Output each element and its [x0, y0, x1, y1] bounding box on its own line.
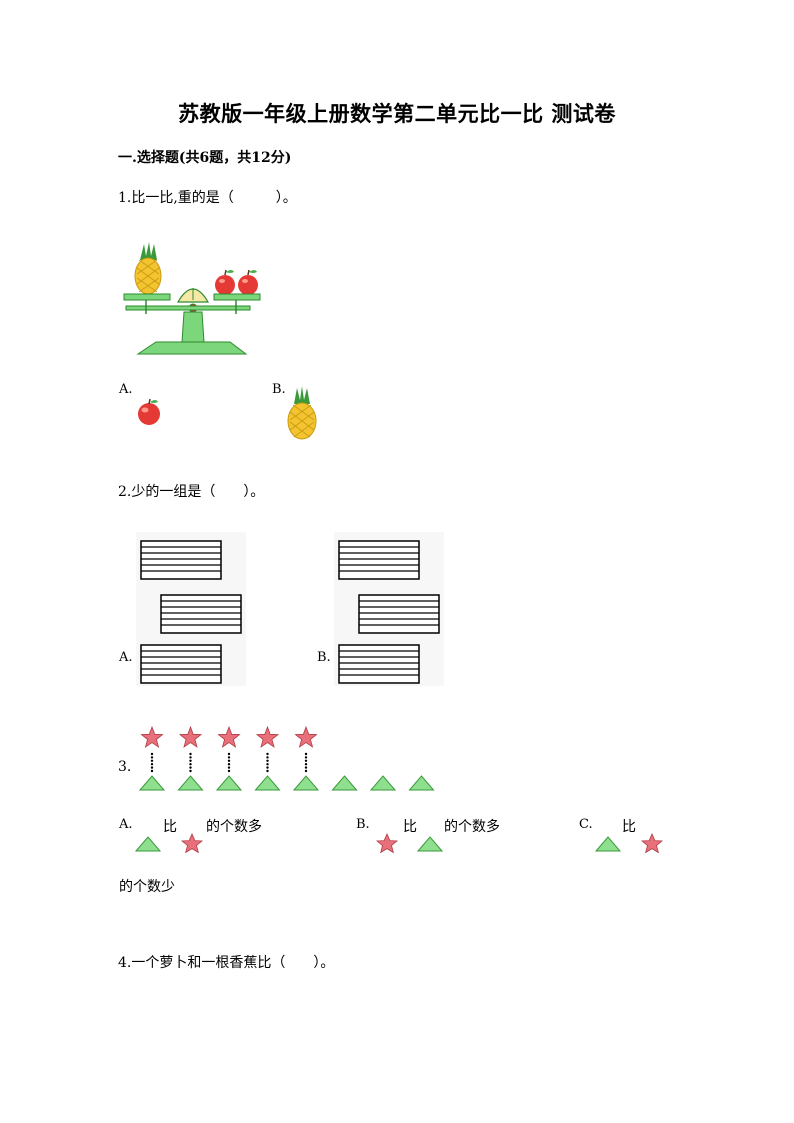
q3-option-a-bi: 比 [163, 819, 177, 835]
question-number: 1. [118, 190, 132, 206]
dot-connector [266, 756, 269, 759]
question-2: 2.少的一组是（ ）。 [118, 481, 264, 501]
triangle-icon [177, 775, 204, 791]
dot-connector [266, 752, 269, 756]
question-number: 2. [118, 484, 132, 500]
star-icon [217, 725, 241, 748]
q2-option-b-image [334, 532, 444, 686]
star-icon [640, 833, 664, 854]
q3-option-b-label: B. [356, 817, 370, 832]
triangle-icon [369, 775, 397, 791]
q3-option-a-label: A. [119, 817, 133, 832]
dot-connector [304, 766, 308, 769]
line-stack-bottom [140, 644, 222, 684]
dot-connector [227, 769, 231, 773]
triangle-icon [134, 836, 162, 852]
star-icon [294, 725, 318, 748]
triangle-icon [416, 836, 444, 852]
q2-option-b-label: B. [317, 650, 331, 665]
question-text: 一个萝卜和一根香蕉比（ ）。 [131, 955, 335, 971]
star-icon [375, 833, 399, 854]
dot-connector [189, 763, 192, 766]
dot-connector [150, 763, 154, 766]
question-3-number: 3. [118, 759, 132, 775]
dot-connector [266, 759, 269, 762]
question-number: 4. [118, 955, 132, 971]
dot-connector [189, 752, 192, 756]
section-heading: 一.选择题(共6题，共12分) [118, 150, 292, 166]
dot-connector [304, 763, 308, 766]
star-icon [180, 833, 204, 854]
triangle-icon [594, 836, 622, 852]
dot-connector [304, 769, 308, 773]
dot-connector [189, 769, 192, 773]
pineapple-icon [134, 242, 162, 295]
q3-option-a-shapes [134, 833, 204, 854]
triangle-icon [215, 775, 243, 791]
q2-option-a-image [136, 532, 246, 686]
q3-option-c-label: C. [579, 817, 593, 832]
q3-option-c-suffix: 的个数少 [119, 879, 175, 895]
dot-connector [150, 752, 154, 756]
dot-connector [227, 756, 231, 759]
dot-connector [266, 766, 269, 769]
q2-option-a-label: A. [119, 650, 133, 665]
line-stack-bottom [338, 644, 420, 684]
dot-connector [227, 766, 231, 769]
star-icon [255, 725, 280, 748]
apple-icon [138, 398, 160, 425]
question-text: 少的一组是（ ）。 [131, 484, 265, 500]
dot-connector [227, 752, 231, 756]
triangle-icon [331, 775, 358, 791]
star-icon [178, 725, 203, 748]
q1-option-a-label: A. [119, 382, 133, 397]
line-stack-top [338, 540, 420, 580]
triangle-icon [408, 775, 435, 791]
q3-option-c-bi: 比 [622, 819, 636, 835]
q3-option-a-suffix: 的个数多 [206, 819, 262, 835]
dot-connector [304, 756, 308, 759]
dot-connector [189, 759, 192, 762]
balance-scale-image [123, 242, 261, 355]
pineapple-icon [287, 386, 317, 440]
q1-option-b-label: B. [272, 382, 286, 397]
dot-connector [189, 756, 192, 759]
dot-connector [150, 756, 154, 759]
q3-option-b-shapes [375, 833, 444, 854]
dot-connector [227, 759, 231, 762]
dot-connector [266, 763, 269, 766]
dot-connector [304, 759, 308, 762]
dot-connector [304, 752, 308, 756]
question-1: 1.比一比,重的是（ ）。 [118, 187, 297, 207]
triangle-icon [138, 775, 166, 791]
q3-option-b-bi: 比 [403, 819, 417, 835]
q3-option-b-suffix: 的个数多 [444, 819, 500, 835]
q3-option-c-shapes [594, 833, 664, 854]
dot-connector [189, 766, 192, 769]
dot-connector [227, 763, 231, 766]
line-stack-top [140, 540, 222, 580]
triangle-icon [254, 775, 281, 791]
dot-connector [150, 759, 154, 762]
page-title: 苏教版一年级上册数学第二单元比一比 测试卷 [178, 101, 616, 126]
question-text: 比一比,重的是（ ）。 [131, 190, 297, 206]
line-stack-middle [160, 594, 242, 634]
dot-connector [150, 769, 154, 773]
line-stack-middle [358, 594, 440, 634]
triangle-icon [292, 775, 320, 791]
dot-connector [150, 766, 154, 769]
question-4: 4.一个萝卜和一根香蕉比（ ）。 [118, 952, 334, 972]
dot-connector [266, 769, 269, 773]
stars-triangles-image [138, 725, 435, 791]
apple-pair-icon [215, 269, 258, 295]
star-icon [140, 725, 164, 748]
